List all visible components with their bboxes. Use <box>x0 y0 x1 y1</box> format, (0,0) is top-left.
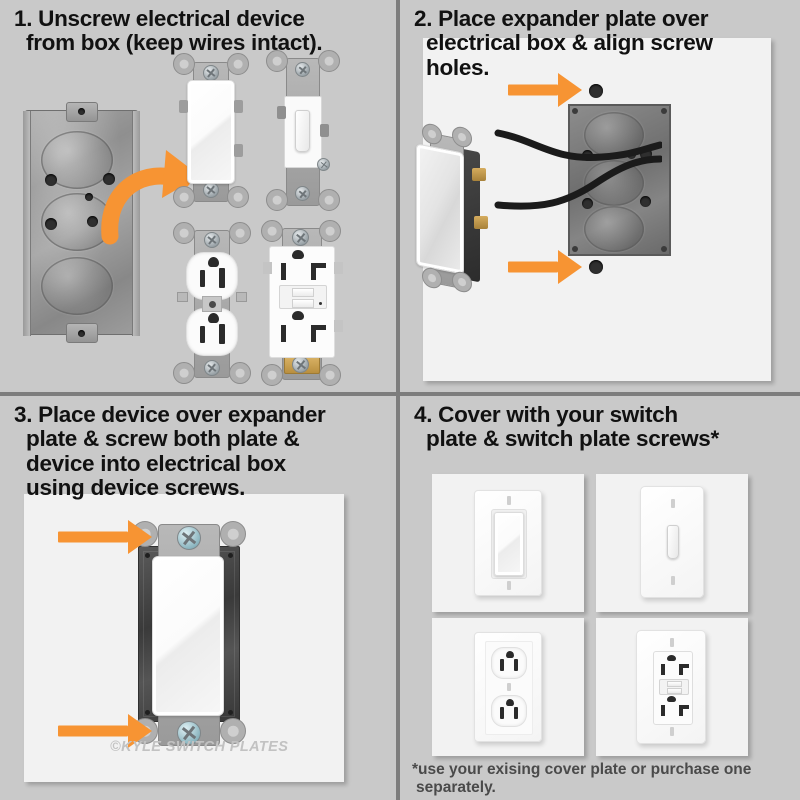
strap-ear <box>220 718 246 744</box>
box-knockout-hole <box>87 216 98 227</box>
device-screw-bottom[interactable] <box>177 721 201 745</box>
gfci-test-button[interactable] <box>292 299 314 308</box>
electrical-box-opening <box>568 104 671 256</box>
rocker-paddle <box>187 80 235 184</box>
black-wires <box>494 129 662 210</box>
orange-arrow-bottom <box>58 714 154 748</box>
box-knockout-hole <box>45 174 57 186</box>
plate-screw-center[interactable] <box>507 683 511 691</box>
step-4-footnote: *use your exising cover plate or purchas… <box>412 761 752 796</box>
plate-screw-top[interactable] <box>507 496 511 505</box>
curved-orange-arrow <box>101 150 200 245</box>
gfci-outlet <box>261 220 344 386</box>
orange-arrow-top <box>508 73 582 107</box>
decora-rocker-switch <box>173 53 249 208</box>
horizontal-divider <box>0 392 800 396</box>
device-screw-top[interactable] <box>177 526 201 550</box>
cover-card-duplex <box>432 618 584 756</box>
box-knockout-hole <box>45 218 57 230</box>
cover-card-decora <box>432 474 584 612</box>
toggle-switch-plate <box>640 486 704 598</box>
duplex-outlet-plate <box>474 632 542 742</box>
orange-arrow-top <box>58 520 154 554</box>
gfci-reset-button[interactable] <box>667 681 682 687</box>
vertical-divider <box>396 0 400 800</box>
toggle-switch <box>266 50 340 211</box>
rocker-paddle[interactable] <box>152 556 224 716</box>
receptacle-bottom[interactable] <box>491 695 527 727</box>
plate-screw-top[interactable] <box>671 499 675 508</box>
step-2-title: 2. Place expander plate over electrical … <box>414 6 713 80</box>
plate-screw-bottom[interactable] <box>507 581 511 590</box>
step-4-title: 4. Cover with your switch plate & switch… <box>414 402 719 452</box>
duplex-receptacle-outlet <box>173 222 251 384</box>
decora-switch-pulled-out <box>408 120 512 300</box>
orange-arrow-bottom <box>508 250 582 284</box>
mounting-screw <box>203 182 219 198</box>
box-knockout-hole <box>103 173 115 185</box>
plate-screw-top[interactable] <box>670 638 674 647</box>
toggle-lever <box>295 110 310 152</box>
receptacle-bottom <box>186 308 238 356</box>
gfci-face[interactable] <box>653 651 693 725</box>
strap-ear <box>220 521 246 547</box>
step-4-panel: 4. Cover with your switch plate & switch… <box>400 396 800 800</box>
metal-electrical-box <box>23 102 140 343</box>
step-1-title: 1. Unscrew electrical device from box (k… <box>14 6 323 56</box>
plate-screw-bottom[interactable] <box>671 576 675 585</box>
step-3-title: 3. Place device over expander plate & sc… <box>14 402 326 500</box>
rocker-paddle <box>416 143 464 275</box>
gfci-test-reset-buttons[interactable] <box>659 679 689 695</box>
receptacle-top <box>186 252 238 300</box>
step-2-panel: 2. Place expander plate over electrical … <box>400 0 800 392</box>
gfci-reset-button[interactable] <box>292 288 314 297</box>
expander-plate-screw-hole-top <box>589 84 603 98</box>
plate-screw-bottom[interactable] <box>670 727 674 736</box>
gfci-face <box>269 246 335 358</box>
step-3-panel: 3. Place device over expander plate & sc… <box>0 396 396 800</box>
gfci-test-reset-buttons[interactable] <box>279 285 327 309</box>
receptacle-top[interactable] <box>491 647 527 679</box>
gfci-outlet-plate <box>636 630 706 744</box>
gfci-test-button[interactable] <box>667 688 682 694</box>
toggle-lever[interactable] <box>667 525 679 559</box>
rocker-paddle[interactable] <box>494 512 524 576</box>
mounting-screw <box>203 65 219 81</box>
step-1-panel: 1. Unscrew electrical device from box (k… <box>0 0 396 392</box>
decora-rocker-switch-plate <box>474 490 542 596</box>
box-knockout-hole <box>85 193 93 201</box>
expander-plate-screw-hole-bottom <box>589 260 603 274</box>
cover-card-gfci <box>596 618 748 756</box>
watermark: ©KYLE SWITCH PLATES <box>110 739 289 755</box>
cover-card-toggle <box>596 474 748 612</box>
